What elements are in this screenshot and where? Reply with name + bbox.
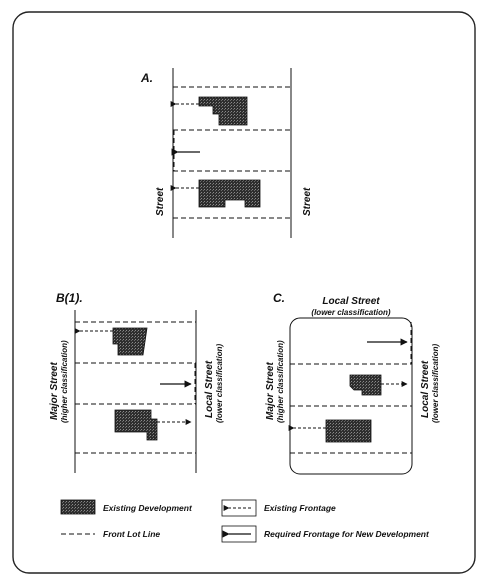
panel-b1-major-class-label: (higher classification) — [60, 340, 69, 423]
panel-a: A. Street Street — [140, 68, 313, 238]
panel-c-block-outline — [289, 317, 413, 475]
legend-required-frontage-box — [221, 525, 257, 543]
panel-a-title: A. — [140, 71, 153, 85]
panel-b1-existing-building-1 — [112, 327, 148, 356]
panel-a-existing-building-2 — [198, 179, 261, 208]
panel-a-existing-building-1 — [198, 96, 248, 126]
panel-c-local-class-label: (lower classification) — [431, 344, 440, 423]
panel-c-top-class-label: (lower classification) — [311, 308, 390, 317]
legend-front-lot-line-label: Front Lot Line — [103, 529, 160, 539]
panel-b1: B(1). Major Street (higher classificatio… — [49, 291, 224, 473]
panel-b1-major-street-label: Major Street — [49, 362, 60, 420]
panel-c-existing-building-1 — [349, 374, 382, 396]
legend-existing-development-label: Existing Development — [103, 503, 193, 513]
panel-b1-local-street-label: Local Street — [204, 360, 215, 418]
panel-b1-lot-lines — [75, 321, 196, 454]
panel-a-street-label-right: Street — [302, 187, 313, 216]
panel-a-street-label-left: Street — [155, 187, 166, 216]
panel-c-major-street-label: Major Street — [265, 362, 276, 420]
panel-c: C. Local Street (lower classification) M… — [265, 291, 440, 475]
outer-frame — [12, 11, 476, 574]
legend: Existing Development Front Lot Line Exis… — [60, 499, 430, 543]
panel-b1-local-class-label: (lower classification) — [215, 344, 224, 423]
panel-c-top-street-label: Local Street — [322, 296, 380, 307]
panel-a-lot-lines — [173, 86, 291, 219]
legend-existing-development-swatch — [60, 499, 96, 515]
legend-existing-frontage-label: Existing Frontage — [264, 503, 336, 513]
panel-b1-existing-building-2 — [114, 409, 158, 441]
panel-c-title: C. — [273, 291, 285, 305]
panel-b1-title: B(1). — [56, 291, 83, 305]
panel-c-existing-building-2 — [325, 419, 372, 443]
panel-c-lot-lines — [290, 322, 412, 454]
panel-c-local-street-label: Local Street — [420, 360, 431, 418]
legend-existing-frontage-box — [221, 499, 257, 517]
panel-c-major-class-label: (higher classification) — [276, 340, 285, 423]
legend-required-frontage-label: Required Frontage for New Development — [264, 529, 430, 539]
